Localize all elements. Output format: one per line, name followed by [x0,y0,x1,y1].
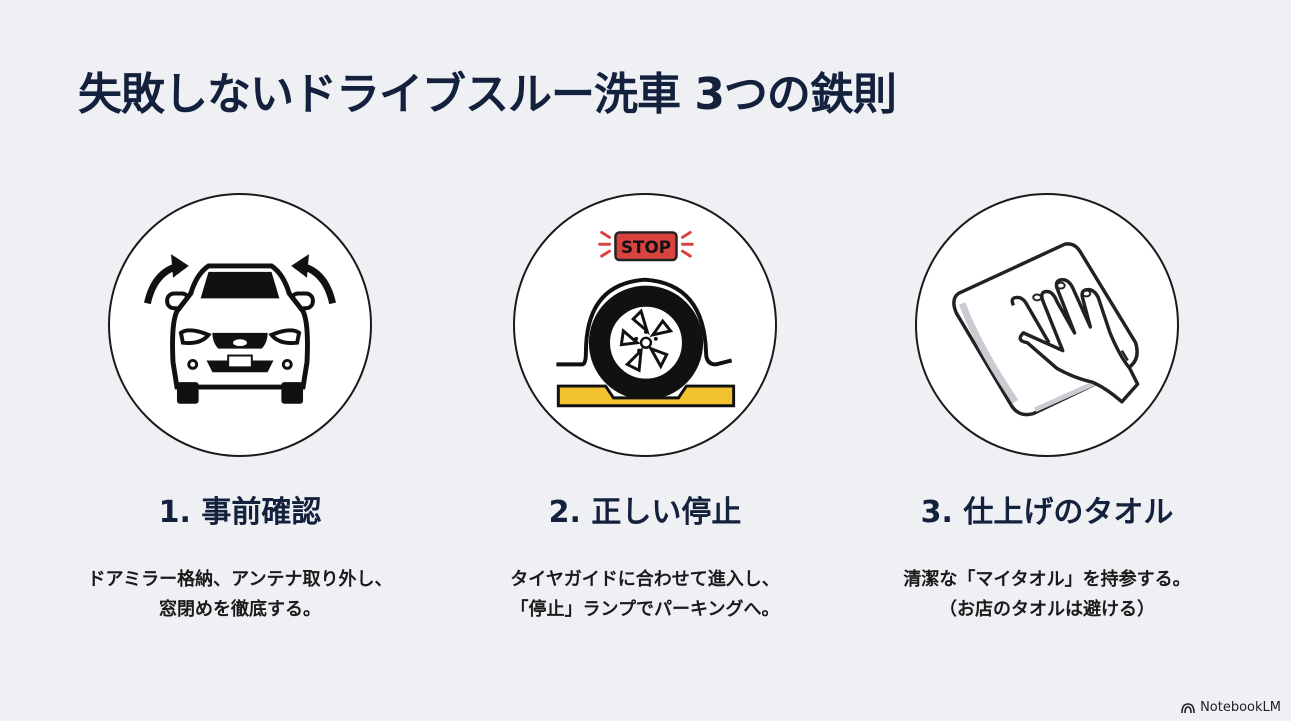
step-3-title: 3. 仕上げのタオル [920,495,1174,530]
step-3: 3. 仕上げのタオル 清潔な「マイタオル」を持参する。 （お店のタオルは避ける） [847,193,1247,625]
step-1-title: 1. 事前確認 [158,495,322,530]
step-3-description: 清潔な「マイタオル」を持参する。 （お店のタオルは避ける） [903,565,1190,625]
notebooklm-logo-icon [1181,702,1195,713]
notebooklm-watermark: NotebookLM [1181,700,1281,715]
step-2: STOP 2. 正しい停止 タイヤガイドに合わせて進入し、 [445,193,845,625]
brand-label: NotebookLM [1200,700,1281,715]
step-3-illustration [915,193,1179,457]
step-2-title: 2. 正しい停止 [548,495,742,530]
step-1-desc-line-2: 窓閉めを徹底する。 [158,599,321,620]
step-3-desc-line-1: 清潔な「マイタオル」を持参する。 [903,569,1191,590]
step-2-desc-line-2: 「停止」ランプでパーキングへ。 [510,599,780,620]
step-1-desc-line-1: ドアミラー格納、アンテナ取り外し、 [87,569,393,590]
stop-label: STOP [621,237,671,257]
step-1-illustration [108,193,372,457]
hand-towel-icon [952,242,1140,417]
step-2-desc-line-1: タイヤガイドに合わせて進入し、 [510,569,780,590]
step-2-illustration: STOP [513,193,777,457]
tire-stop-icon: STOP [556,230,736,408]
step-2-description: タイヤガイドに合わせて進入し、 「停止」ランプでパーキングへ。 [510,565,779,625]
step-1-description: ドアミラー格納、アンテナ取り外し、 窓閉めを徹底する。 [88,565,393,625]
step-1: 1. 事前確認 ドアミラー格納、アンテナ取り外し、 窓閉めを徹底する。 [40,193,440,625]
page-title: 失敗しないドライブスルー洗車 3つの鉄則 [78,69,897,120]
step-3-desc-line-2: （お店のタオルは避ける） [939,599,1155,620]
car-mirror-fold-icon [144,254,336,404]
